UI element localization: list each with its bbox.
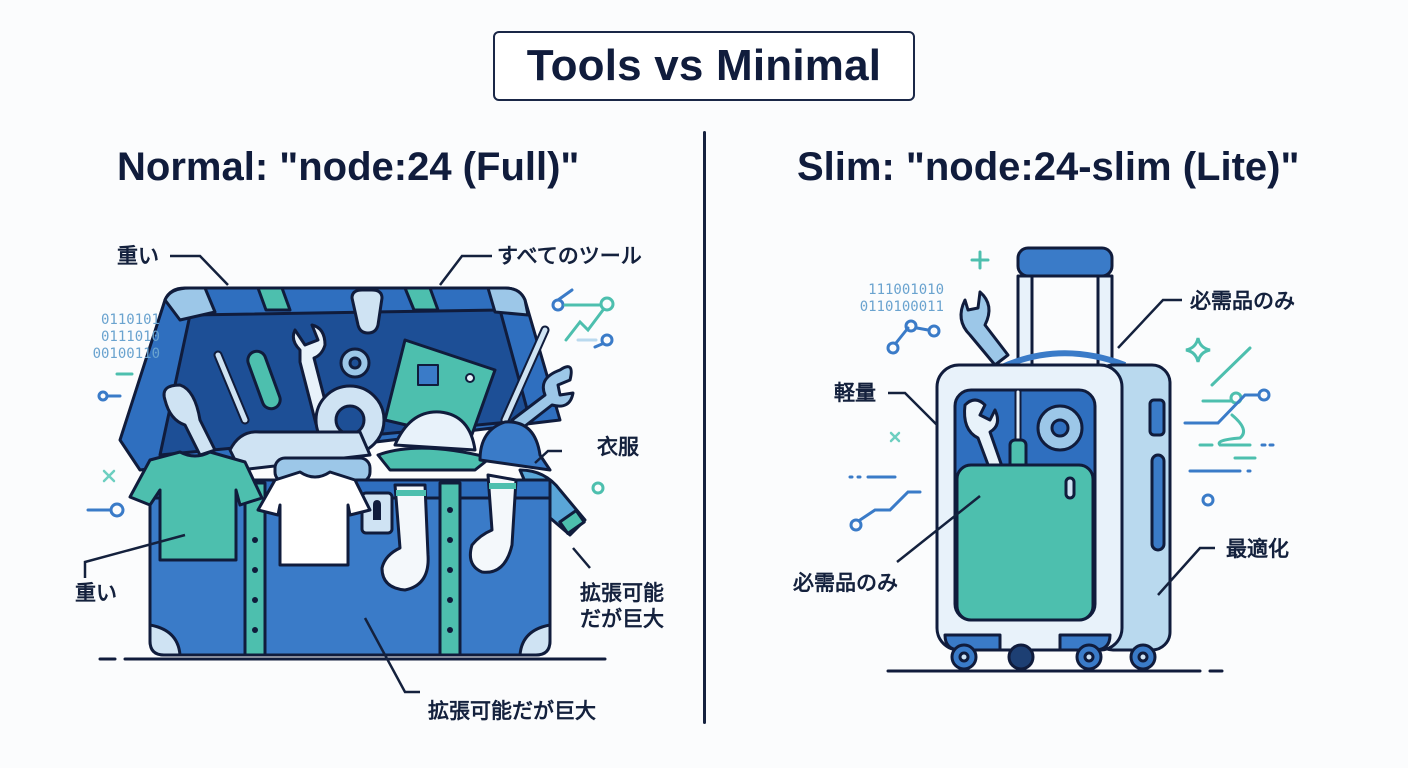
label-line: だが巨大	[580, 607, 664, 632]
center-divider	[703, 131, 706, 724]
title-box: Tools vs Minimal	[493, 31, 915, 101]
page-title: Tools vs Minimal	[526, 41, 882, 90]
right-decorations	[848, 250, 1275, 532]
label-clothes: 衣服	[597, 435, 639, 459]
label-heavy-top: 重い	[117, 244, 159, 268]
left-leader-lines	[83, 254, 591, 694]
right-leader-lines	[888, 298, 1215, 596]
right-binary-text: 111001010 0110100011	[852, 282, 944, 316]
label-line: 拡張可能	[580, 581, 664, 605]
slim-heading: Slim: "node:24-slim (Lite)"	[797, 145, 1300, 189]
left-decorations	[86, 288, 615, 518]
binary-line: 0110101	[100, 312, 160, 328]
label-essentials-bottom: 必需品のみ	[793, 571, 898, 595]
binary-line: 0111010	[100, 329, 160, 346]
label-extensible-right: 拡張可能 だが巨大	[580, 580, 664, 633]
label-essentials-top: 必需品のみ	[1190, 289, 1295, 313]
binary-line: 111001010	[868, 282, 944, 298]
normal-heading: Normal: "node:24 (Full)"	[117, 145, 580, 189]
label-lightweight: 軽量	[834, 381, 876, 405]
binary-line: 0110100011	[859, 299, 944, 316]
label-all-tools: すべてのツール	[497, 244, 642, 268]
trunk-illustration	[98, 286, 607, 661]
label-heavy-bottom: 重い	[75, 581, 117, 605]
binary-line: 00100110	[92, 346, 160, 363]
label-extensible-bottom: 拡張可能だが巨大	[428, 699, 596, 723]
label-optimized: 最適化	[1226, 537, 1289, 561]
left-binary-text: 0110101 0111010 00100110	[82, 312, 160, 363]
suitcase-illustration	[886, 246, 1224, 673]
